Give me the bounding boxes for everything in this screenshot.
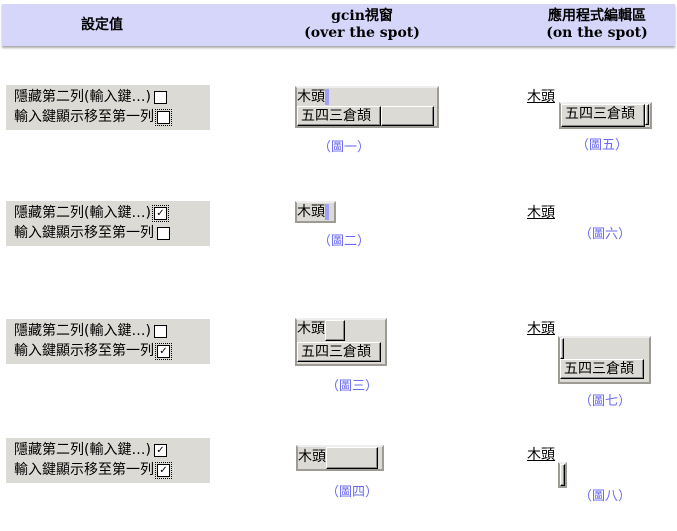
header-app-title: 應用程式編輯區 [548, 8, 646, 24]
scroll-handle[interactable] [560, 338, 564, 359]
header-gcin-title: gcin視窗 [331, 8, 393, 24]
empty-button[interactable] [381, 106, 434, 126]
keys-button[interactable]: 五四三倉頡 [297, 106, 381, 126]
app-preedit-4: 木頭 [527, 447, 555, 463]
scroll-handle[interactable] [560, 464, 565, 486]
move-keys-checkbox[interactable] [155, 108, 172, 126]
gcin-window-4: 木頭 [296, 445, 384, 471]
keys-button[interactable]: 五四三倉頡 [561, 104, 645, 127]
label: 隱藏第二列(輸入鍵…) [14, 205, 151, 221]
header-app: 應用程式編輯區(on the spot) [522, 8, 672, 42]
header-settings: 設定值 [81, 17, 123, 33]
move-keys-checkbox[interactable]: ✓ [155, 342, 172, 360]
app-preedit-3: 木頭 [527, 321, 555, 337]
label: 隱藏第二列(輸入鍵…) [14, 89, 151, 105]
gcin-window-2: 木頭 [295, 201, 336, 223]
gcin-window-3: 木頭 五四三倉頡 [295, 318, 387, 366]
preedit-text: 木頭 [297, 321, 325, 337]
hide-second-row-checkbox[interactable] [153, 324, 167, 338]
caption-6: （圖六） [579, 227, 632, 242]
label: 輸入鍵顯示移至第一列 [14, 343, 154, 359]
caption-2: （圖二） [318, 234, 371, 249]
app-window-4 [558, 462, 567, 488]
move-keys-checkbox[interactable] [157, 226, 170, 240]
cursor [325, 89, 329, 105]
label: 輸入鍵顯示移至第一列 [14, 225, 154, 241]
setting-move-keys: 輸入鍵顯示移至第一列 [14, 223, 210, 243]
preedit-text: 木頭 [298, 449, 326, 465]
app-window-3: 五四三倉頡 [558, 336, 651, 384]
settings-panel: 隱藏第二列(輸入鍵…) 輸入鍵顯示移至第一列 [6, 85, 210, 130]
hide-second-row-checkbox[interactable] [153, 90, 167, 104]
label: 隱藏第二列(輸入鍵…) [14, 442, 151, 458]
empty-button[interactable] [326, 447, 378, 469]
setting-hide-second-row: 隱藏第二列(輸入鍵…) [14, 87, 210, 107]
caption-1: （圖一） [318, 140, 371, 155]
hide-second-row-checkbox[interactable]: ✓ [151, 204, 169, 222]
header-bar: 設定值 gcin視窗(over the spot) 應用程式編輯區(on the… [2, 4, 675, 46]
setting-move-keys: 輸入鍵顯示移至第一列 [14, 107, 210, 127]
header-gcin-sub: (over the spot) [304, 25, 420, 41]
app-window-1: 五四三倉頡 [559, 102, 652, 129]
settings-panel: 隱藏第二列(輸入鍵…)✓ 輸入鍵顯示移至第一列 [6, 201, 210, 246]
scroll-handle[interactable] [645, 104, 649, 125]
label: 輸入鍵顯示移至第一列 [14, 109, 154, 125]
app-preedit-1: 木頭 [527, 89, 555, 105]
keys-button[interactable]: 五四三倉頡 [297, 342, 381, 362]
setting-move-keys: 輸入鍵顯示移至第一列✓ [14, 460, 210, 480]
caption-7: （圖七） [579, 394, 632, 409]
settings-panel: 隱藏第二列(輸入鍵…) 輸入鍵顯示移至第一列✓ [6, 319, 210, 364]
caption-3: （圖三） [326, 379, 379, 394]
caption-8: （圖八） [579, 489, 632, 504]
label: 輸入鍵顯示移至第一列 [14, 462, 154, 478]
header-gcin: gcin視窗(over the spot) [292, 8, 432, 42]
app-preedit-2: 木頭 [527, 205, 555, 221]
empty-button[interactable] [325, 320, 345, 341]
setting-hide-second-row: 隱藏第二列(輸入鍵…)✓ [14, 440, 210, 460]
move-keys-checkbox[interactable]: ✓ [155, 461, 172, 479]
setting-move-keys: 輸入鍵顯示移至第一列✓ [14, 341, 210, 361]
caption-4: （圖四） [326, 485, 379, 500]
preedit-text: 木頭 [297, 204, 325, 220]
cursor [325, 204, 329, 220]
caption-5: （圖五） [576, 138, 629, 153]
header-app-sub: (on the spot) [546, 25, 648, 41]
gcin-window-1: 木頭 五四三倉頡 [295, 86, 439, 128]
preedit-text: 木頭 [297, 89, 325, 105]
setting-hide-second-row: 隱藏第二列(輸入鍵…)✓ [14, 203, 210, 223]
label: 隱藏第二列(輸入鍵…) [14, 323, 151, 339]
setting-hide-second-row: 隱藏第二列(輸入鍵…) [14, 321, 210, 341]
hide-second-row-checkbox[interactable]: ✓ [153, 443, 167, 457]
settings-panel: 隱藏第二列(輸入鍵…)✓ 輸入鍵顯示移至第一列✓ [6, 438, 210, 483]
keys-button[interactable]: 五四三倉頡 [560, 359, 644, 379]
